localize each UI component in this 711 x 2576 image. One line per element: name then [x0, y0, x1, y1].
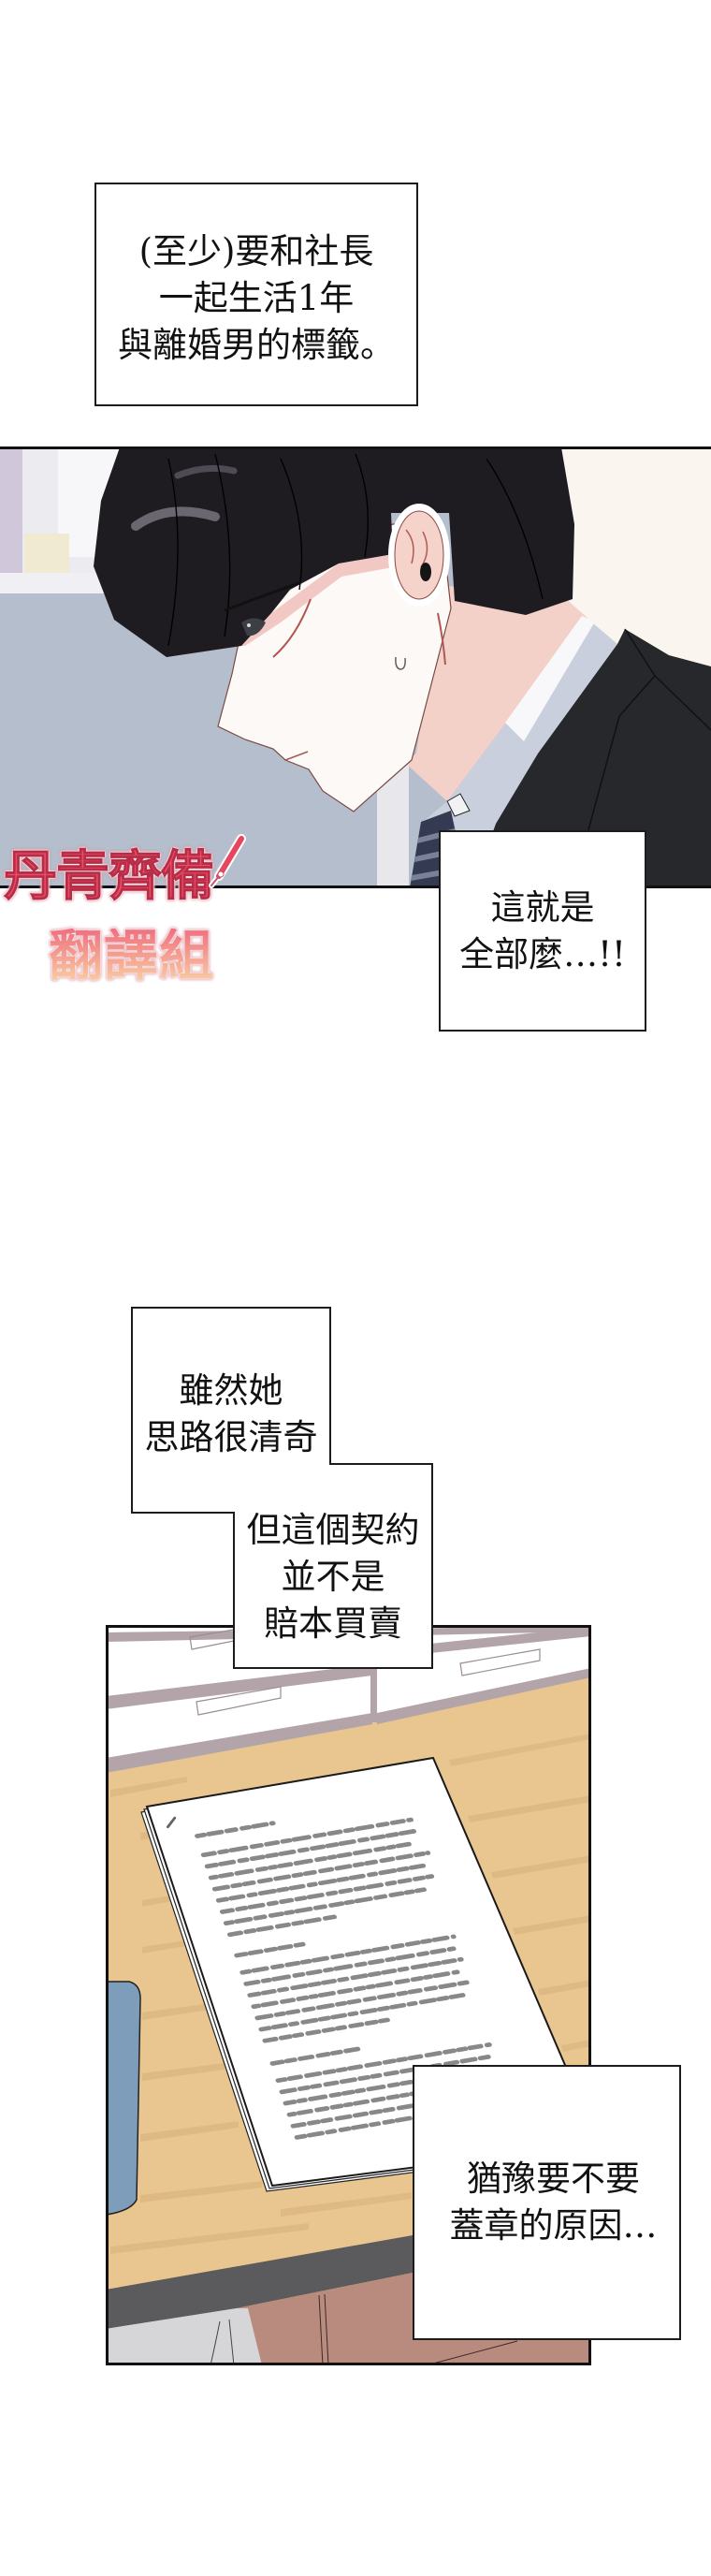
shirt-collar: [505, 616, 595, 741]
collar-fold: [446, 793, 471, 817]
caption-line: 但這個契約: [246, 1510, 420, 1550]
caption-line: 思路很清奇: [144, 1417, 318, 1457]
caption-line: 猶豫要不要: [467, 2159, 640, 2199]
watermark-title: 丹青齊備: [4, 845, 215, 907]
eyelashes: [224, 580, 302, 612]
caption-line: 一起生活1年: [158, 277, 355, 318]
hair-highlight: [131, 506, 220, 531]
caption-line: 這就是: [490, 886, 595, 928]
caption-box-1: (至少)要和社長 一起生活1年 與離婚男的標籤。: [94, 183, 418, 406]
chair-lines: [210, 2319, 235, 2365]
caption-box-5: 猶豫要不要 蓋章的原因…: [413, 2065, 681, 2340]
hair-strands: [167, 453, 544, 647]
cheek-line: [272, 598, 312, 658]
hair-highlight: [174, 464, 238, 479]
caption-line: 雖然她: [179, 1370, 283, 1411]
shelf-items: [24, 534, 69, 573]
eye: [241, 618, 266, 637]
neck-line: [437, 612, 446, 666]
caption-line: 與離婚男的標籤。: [118, 324, 395, 365]
caption-line: 賠本買賣: [264, 1603, 402, 1644]
ear-hole: [420, 563, 431, 581]
blue-object: [106, 1981, 141, 2216]
panel-1: [0, 446, 711, 888]
hair: [94, 447, 574, 657]
sweat-drop: [395, 656, 406, 670]
panel-1-artwork: [0, 446, 711, 888]
neck: [405, 585, 588, 801]
shirt: [423, 618, 617, 888]
floor-area: [106, 2308, 262, 2365]
desk-wood-grain: [110, 1734, 591, 2254]
jacket-lapel-lines: [572, 628, 711, 888]
drawer-handle: [459, 1648, 541, 1676]
panel-1-bottom-border: [0, 886, 711, 888]
caption-line: 全部麼…!!: [459, 933, 626, 974]
caption-line: (至少)要和社長: [138, 230, 374, 271]
window-frame: [0, 446, 22, 573]
caption-line: 並不是: [281, 1557, 385, 1597]
bangs-shadow: [239, 554, 393, 646]
panel-1-top-border: [0, 446, 711, 449]
caption-box-4: 但這個契約 並不是 賠本買賣: [235, 1465, 431, 1667]
ear: [394, 510, 444, 600]
caption-line: 蓋章的原因…: [449, 2205, 658, 2246]
caption-box-2: 這就是 全部麼…!!: [439, 830, 646, 1032]
mouth-line: [284, 751, 309, 761]
watermark-subtitle: 翻譯組: [49, 924, 215, 988]
suit-jacket: [472, 629, 711, 888]
drawer-handle: [196, 1686, 282, 1716]
eye-highlight: [247, 623, 251, 627]
brush-icon: [209, 834, 246, 888]
trouser-crease: [318, 2293, 518, 2365]
